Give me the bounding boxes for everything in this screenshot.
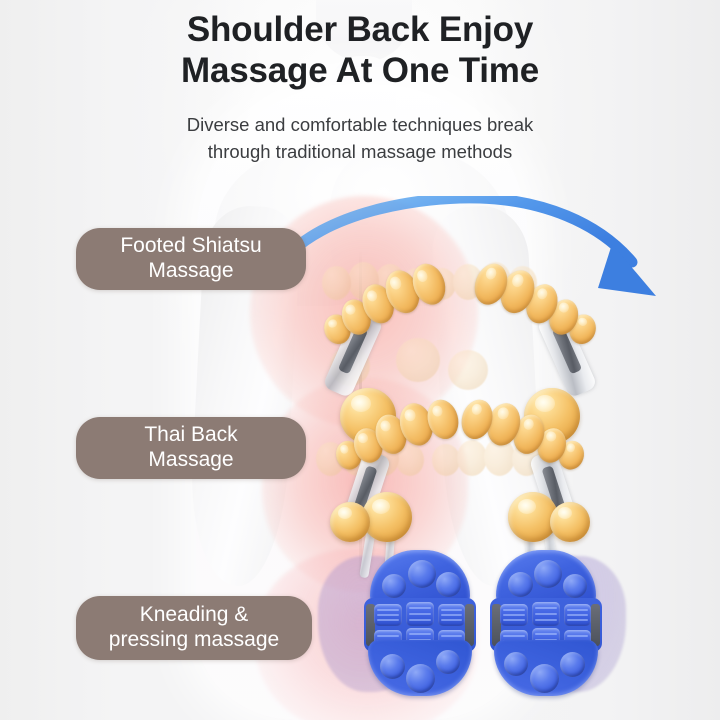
- subtitle-line-2: through traditional massage methods: [207, 140, 513, 162]
- roller-sphere-lower-right: [550, 502, 590, 542]
- shoulder-sweep-arrow: [280, 196, 656, 296]
- dome-bump: [560, 652, 585, 677]
- kneading-unit-right: [490, 550, 602, 696]
- headline-line-1: Shoulder Back Enjoy: [186, 10, 534, 49]
- barrel-roller: [532, 602, 560, 626]
- dome-bump: [436, 572, 461, 597]
- dome-bump: [534, 560, 562, 588]
- dome-bump: [508, 572, 533, 597]
- headline-line-2: Massage At One Time: [181, 50, 539, 90]
- dome-bump: [563, 574, 587, 598]
- roller-sphere-mid-left: [362, 492, 412, 542]
- kneader-hinge: [591, 604, 600, 646]
- feature-label-line-2: Massage: [148, 259, 234, 282]
- kneader-hinge: [492, 604, 501, 646]
- kneading-unit-left: [364, 550, 476, 696]
- feature-label-footed-shiatsu[interactable]: Footed Shiatsu Massage: [76, 228, 306, 290]
- roller-sphere-lower-left: [330, 502, 370, 542]
- kneader-hinge: [465, 604, 474, 646]
- page-subtitle: Diverse and comfortable techniques break…: [0, 112, 720, 166]
- feature-label-thai-back[interactable]: Thai Back Massage: [76, 417, 306, 479]
- feature-label-line-1: Kneading &: [139, 603, 249, 627]
- feature-label-line-2: pressing massage: [108, 628, 280, 651]
- feature-label-kneading-pressing[interactable]: Kneading & pressing massage: [76, 596, 312, 660]
- subtitle-line-1: Diverse and comfortable techniques break: [186, 114, 534, 135]
- ghost-cluster-mid-right: [432, 438, 550, 478]
- kneader-hinge: [366, 604, 375, 646]
- dome-bump: [382, 574, 406, 598]
- feature-label-line-1: Thai Back: [144, 423, 238, 447]
- barrel-roller: [438, 604, 465, 626]
- barrel-roller: [406, 602, 434, 626]
- dome-bump: [380, 654, 405, 679]
- barrel-roller: [500, 604, 528, 626]
- feature-label-line-1: Footed Shiatsu: [120, 234, 262, 258]
- feature-label-line-2: Massage: [148, 448, 234, 471]
- ghost-sphere-center-right: [448, 350, 488, 390]
- barrel-roller: [374, 604, 402, 626]
- dome-bump: [406, 664, 435, 693]
- dome-bump: [408, 560, 436, 588]
- ghost-sphere-center-left: [396, 338, 440, 382]
- barrel-roller: [564, 604, 591, 626]
- dome-bump: [530, 664, 559, 693]
- roller-sphere-mid-right: [508, 492, 558, 542]
- dome-bump: [504, 652, 528, 676]
- page-title: Shoulder Back Enjoy Massage At One Time: [0, 10, 720, 92]
- dome-bump: [436, 650, 460, 674]
